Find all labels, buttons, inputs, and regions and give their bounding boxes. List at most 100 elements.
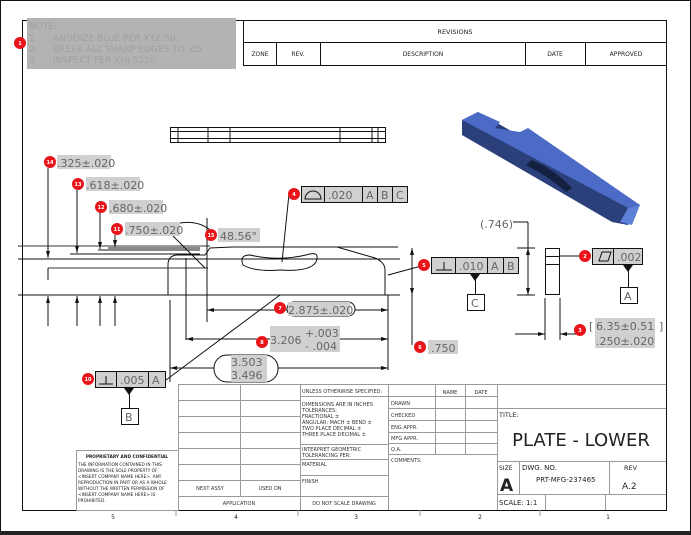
dim-750[interactable]: .750 <box>431 342 456 355</box>
fcf-flatness[interactable]: .002 A <box>592 248 643 304</box>
flatness-icon <box>598 251 612 262</box>
svg-text:13[interactable]: 13 <box>75 182 82 188</box>
dim-746-ref[interactable]: (.746) <box>480 218 513 231</box>
dim-325[interactable]: .325±.020 <box>57 157 115 170</box>
svg-text:A[interactable]: A <box>491 260 499 273</box>
svg-text:INTERPRET GEOMETRIC: INTERPRET GEOMETRIC <box>302 447 362 453</box>
svg-text:Q.A.: Q.A. <box>391 447 402 453</box>
dim-250[interactable]: .250±.020 <box>596 335 654 348</box>
balloon-14[interactable]: 14 <box>44 156 56 168</box>
svg-text:<INSERT COMPANY NAME HERE> IS: <INSERT COMPANY NAME HERE> IS <box>78 492 156 498</box>
svg-text:11[interactable]: 11 <box>114 227 121 233</box>
datum-a[interactable]: A <box>624 290 632 303</box>
svg-text:4: 4 <box>234 514 238 521</box>
fcf-perp-b[interactable]: .005 A B <box>95 371 166 425</box>
dim-680[interactable]: .680±.020 <box>109 202 167 215</box>
svg-text:PROPRIETARY AND CONFIDENTIAL: PROPRIETARY AND CONFIDENTIAL <box>86 454 169 460</box>
svg-text:12[interactable]: 12 <box>98 205 105 211</box>
svg-text:A[interactable]: A <box>152 374 160 387</box>
balloon-12[interactable]: 12 <box>95 201 107 213</box>
svg-text:B[interactable]: B <box>507 260 515 273</box>
perpendicularity-icon <box>436 262 452 271</box>
svg-text:NEXT ASSY: NEXT ASSY <box>196 486 225 492</box>
bracket-open: [ <box>589 320 593 333</box>
svg-text:.005[interactable]: .005 <box>120 374 145 387</box>
balloon-3[interactable]: 3 <box>574 324 586 336</box>
svg-text:TOLERANCES:: TOLERANCES: <box>301 408 337 414</box>
datum-c[interactable]: C <box>471 297 479 310</box>
balloon-10[interactable]: 10 <box>82 373 94 385</box>
balloon-11[interactable]: 11 <box>111 223 123 235</box>
svg-text:DIMENSIONS ARE IN INCHES: DIMENSIONS ARE IN INCHES <box>302 402 373 408</box>
dim-3206[interactable]: 3.206 <box>270 334 302 347</box>
svg-text:BREAK ALL SHARP EDGES TO .05: BREAK ALL SHARP EDGES TO .05 <box>53 45 202 55</box>
balloon-7[interactable]: 7 <box>274 302 286 314</box>
svg-text:.002[interactable]: .002 <box>617 251 642 264</box>
svg-text:7[interactable]: 7 <box>278 306 282 312</box>
title-label: TITLE: <box>498 411 519 419</box>
col-rev: REV. <box>291 51 304 58</box>
svg-text:4[interactable]: 4 <box>292 192 296 198</box>
dim-3496[interactable]: 3.496 <box>231 369 263 382</box>
balloon-13[interactable]: 13 <box>72 178 84 190</box>
zone-labels: 5 4 3 2 1 <box>111 514 610 521</box>
svg-text:CHECKED: CHECKED <box>391 413 415 419</box>
svg-text:14[interactable]: 14 <box>47 160 54 166</box>
svg-text:PROHIBITED.: PROHIBITED. <box>78 498 106 504</box>
svg-text:C[interactable]: C <box>396 189 404 202</box>
svg-text:2.: 2. <box>29 45 38 55</box>
svg-text:ANODIZE BLUE PER XYZ-50.: ANODIZE BLUE PER XYZ-50. <box>53 34 179 44</box>
fcf-perp-c[interactable]: .010 A B C <box>431 257 519 311</box>
svg-text:NAME: NAME <box>443 390 458 396</box>
svg-text:<INSERT COMPANY NAME HERE>. A: <INSERT COMPANY NAME HERE>. ANY <box>78 474 162 480</box>
dim-3206-minus[interactable]: - .004 <box>305 340 337 353</box>
drawing-title: PLATE - LOWER <box>512 430 650 451</box>
svg-text:5[interactable]: 5 <box>422 263 426 269</box>
svg-text:3: 3 <box>354 514 358 521</box>
svg-text:DRAWN: DRAWN <box>391 401 410 407</box>
balloon-15[interactable]: 15 <box>205 229 217 241</box>
balloon-6[interactable]: 6 <box>414 341 426 353</box>
svg-text:3.: 3. <box>29 56 38 66</box>
dim-3503[interactable]: 3.503 <box>231 356 263 369</box>
balloon-4[interactable]: 4 <box>288 188 300 200</box>
dim-750-step[interactable]: .750±.020 <box>125 224 183 237</box>
fcf-profile[interactable]: .020 A B C <box>301 186 408 203</box>
svg-text:INSPECT PER XHJ-5250.: INSPECT PER XHJ-5250. <box>53 56 158 66</box>
svg-text:1[interactable]: 1 <box>18 41 22 47</box>
svg-text:10[interactable]: 10 <box>85 377 92 383</box>
dim-618[interactable]: .618±.020 <box>86 179 144 192</box>
svg-text:.020[interactable]: .020 <box>328 189 353 202</box>
dim-3206-plus[interactable]: +.003 <box>305 327 339 340</box>
svg-text:8[interactable]: 8 <box>260 340 264 346</box>
balloon-5[interactable]: 5 <box>418 259 430 271</box>
front-view <box>18 218 400 382</box>
datum-b[interactable]: B <box>125 411 133 424</box>
balloon-2[interactable]: 2 <box>579 250 591 262</box>
col-approved: APPROVED <box>610 51 643 58</box>
isometric-part-view <box>462 112 640 225</box>
svg-text:2: 2 <box>478 514 482 521</box>
dim-2875[interactable]: 2.875±.020 <box>288 304 353 317</box>
svg-text:3[interactable]: 3 <box>578 328 582 334</box>
svg-text:6[interactable]: 6 <box>418 345 422 351</box>
svg-text:2[interactable]: 2 <box>583 254 587 260</box>
svg-text:15[interactable]: 15 <box>208 233 215 239</box>
svg-text:WITHOUT THE WRITTEN PERMISSION: WITHOUT THE WRITTEN PERMISSION OF <box>78 486 165 492</box>
col-zone: ZONE <box>251 51 268 58</box>
svg-text:1: 1 <box>606 514 610 521</box>
scale: SCALE: 1:1 <box>499 499 537 507</box>
svg-text:.010[interactable]: .010 <box>459 260 484 273</box>
bracket-close: ] <box>659 320 663 333</box>
svg-text:A[interactable]: A <box>366 189 374 202</box>
svg-text:B[interactable]: B <box>381 189 389 202</box>
svg-text:SIZE: SIZE <box>499 465 513 472</box>
balloon-1[interactable]: 1 <box>14 37 26 49</box>
title-block: NEXT ASSY USED ON APPLICATION UNLESS OTH… <box>76 384 666 511</box>
dim-635[interactable]: 6.35±0.51 <box>596 320 654 333</box>
revisions-title: REVISIONS <box>437 28 472 36</box>
dim-angle[interactable]: 48.56° <box>220 230 257 243</box>
balloon-8[interactable]: 8 <box>256 336 268 348</box>
dimension-texts[interactable]: .325±.020 .618±.020 .680±.020 .750±.020 … <box>57 155 663 383</box>
proprietary-notice: PROPRIETARY AND CONFIDENTIAL THE INFORMA… <box>77 454 168 504</box>
